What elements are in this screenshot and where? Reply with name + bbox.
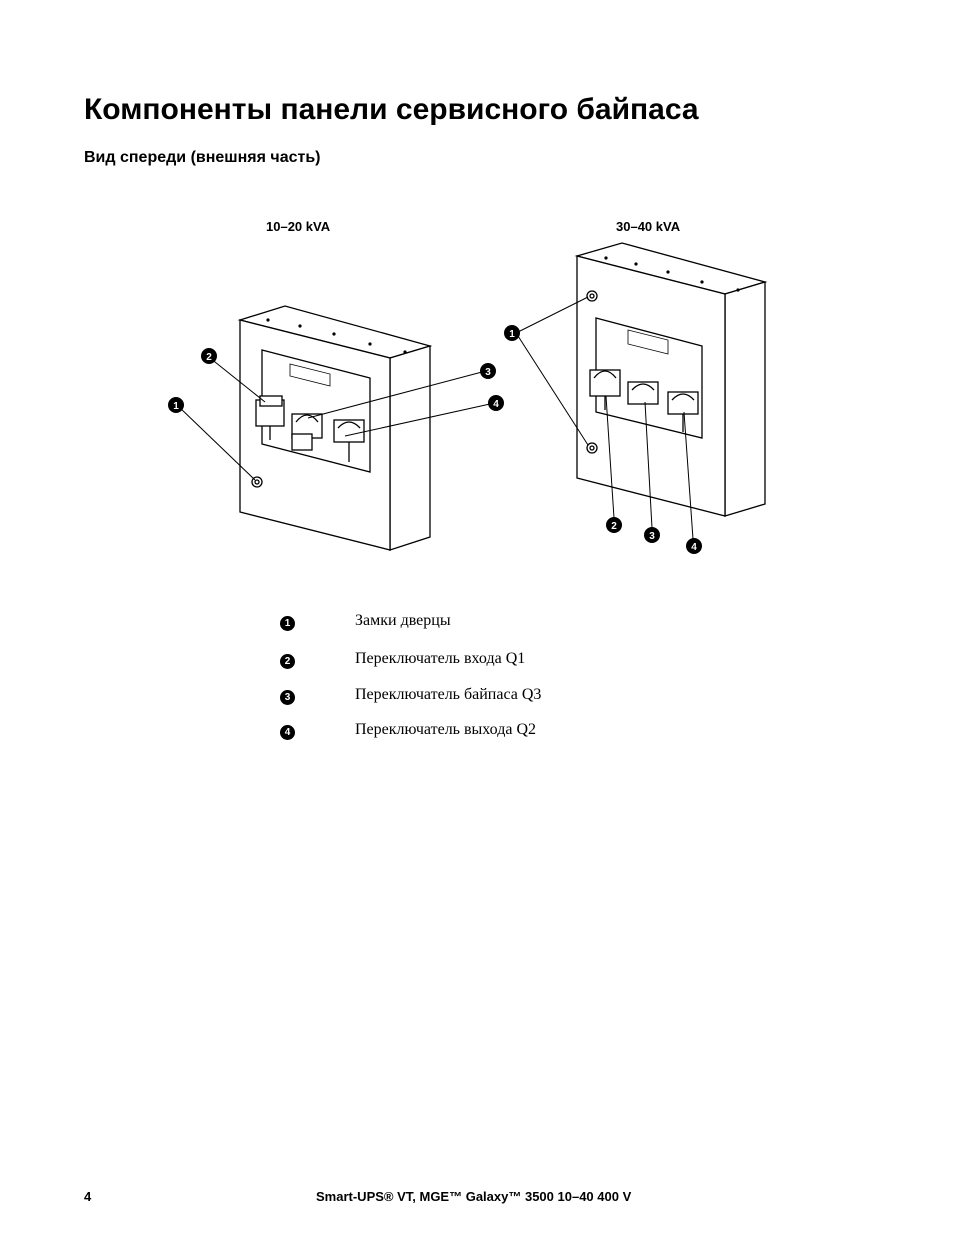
legend-item: 2 Переключатель входа Q1 — [280, 650, 680, 670]
switch-q3-left — [291, 413, 323, 451]
legend-text: Переключатель входа Q1 — [355, 650, 526, 667]
switch-q3-right — [627, 381, 659, 405]
svg-text:2: 2 — [206, 352, 212, 363]
legend-text: Переключатель выхода Q2 — [355, 721, 536, 738]
figure-label-10-20kva: 10–20 kVA — [266, 219, 331, 234]
switch-q2-left — [333, 419, 365, 462]
svg-text:3: 3 — [485, 367, 491, 378]
page-title: Компоненты панели сервисного байпаса — [84, 93, 699, 126]
legend-number-badge: 1 — [280, 616, 295, 631]
cabinet-30-40kva — [574, 242, 768, 517]
legend-number-badge: 3 — [280, 690, 295, 705]
switch-q1-left — [255, 395, 285, 440]
legend-text: Переключатель байпаса Q3 — [355, 686, 542, 703]
switch-q2-right — [667, 391, 699, 432]
legend-number-badge: 2 — [280, 654, 295, 669]
svg-text:3: 3 — [649, 531, 655, 542]
legend-item: 4 Переключатель выхода Q2 — [280, 721, 680, 741]
footer-product-name: Smart-UPS® VT, MGE™ Galaxy™ 3500 10–40 4… — [316, 1189, 632, 1204]
section-subtitle: Вид спереди (внешняя часть) — [84, 149, 321, 166]
figure-label-30-40kva: 30–40 kVA — [616, 219, 681, 234]
svg-text:1: 1 — [509, 329, 515, 340]
bypass-panel-illustration: 2 1 3 4 — [168, 242, 768, 554]
legend-number-badge: 4 — [280, 725, 295, 740]
switch-q1-right — [589, 369, 621, 410]
svg-text:4: 4 — [691, 542, 697, 553]
legend-item: 3 Переключатель байпаса Q3 — [280, 686, 680, 706]
svg-text:4: 4 — [493, 399, 499, 410]
legend-text: Замки дверцы — [355, 612, 451, 629]
legend-item: 1 Замки дверцы — [280, 612, 680, 632]
footer-page-number: 4 — [84, 1189, 92, 1204]
svg-text:2: 2 — [611, 521, 617, 532]
callout-badges-left: 2 1 3 4 — [168, 348, 504, 413]
cabinet-10-20kva — [237, 305, 433, 551]
callout-badges-right: 1 2 3 4 — [504, 325, 702, 554]
svg-text:1: 1 — [173, 401, 179, 412]
